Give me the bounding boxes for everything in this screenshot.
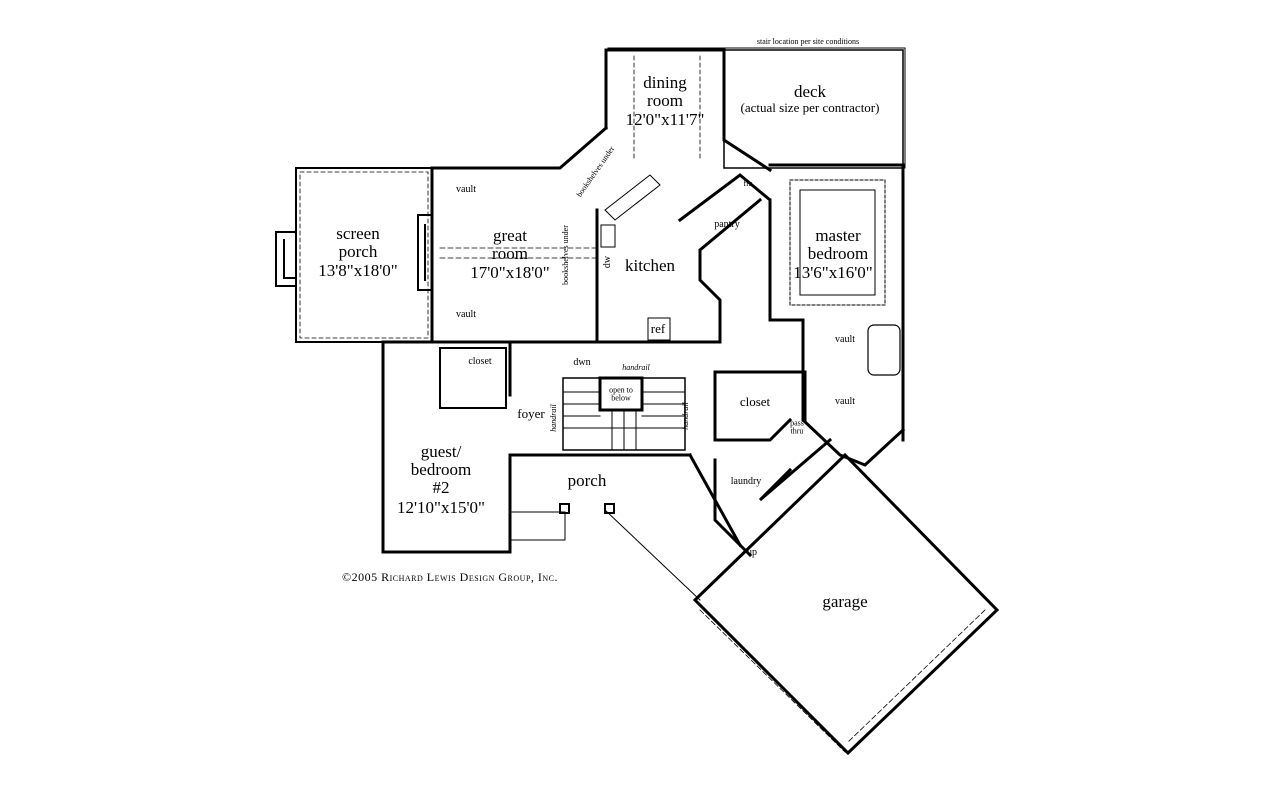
kitchen-sink [600, 224, 616, 248]
master-bedroom-walls [768, 163, 905, 442]
dishwasher-label: dw [601, 255, 613, 269]
master-bedroom-label: master bedroom [807, 226, 869, 263]
vault-label: vault [456, 308, 476, 320]
bookshelves-label: bookshelves under [560, 225, 570, 285]
guest-bedroom-label: guest/ bedroom #2 [410, 442, 472, 497]
great-room-fireplace [417, 214, 433, 291]
foyer-label: foyer [517, 406, 545, 422]
hall-closet-label: closet [739, 394, 771, 410]
dining-room-label: dining room [643, 73, 687, 110]
guest-closet [439, 347, 507, 409]
pass-thru-label: pass thru [790, 418, 804, 436]
deck-label: deck [793, 82, 827, 102]
deck-extension-line [607, 47, 906, 169]
porch-label: porch [567, 471, 607, 491]
master-bath-walls [801, 318, 906, 467]
top-note: stair location per site conditions [756, 36, 860, 46]
porch-outline [687, 452, 743, 548]
guest-bedroom-size: 12'10"x15'0" [396, 498, 486, 518]
refrigerator [647, 317, 671, 341]
hall-closet-walls [713, 370, 807, 442]
open-to-below [598, 376, 644, 412]
deck-note: (actual size per contractor) [740, 100, 880, 116]
dining-room-size: 12'0"x11'7" [625, 110, 705, 130]
tray-ceiling [789, 179, 886, 306]
open-to-below-label: open to below [609, 385, 633, 403]
up-label: up [747, 546, 757, 558]
screen-porch-size: 13'8"x18'0" [318, 261, 398, 281]
pantry-label: pantry [714, 218, 740, 230]
handrail-label: handrail [548, 404, 558, 432]
kitchen-walls [595, 173, 772, 344]
copyright-notice: ©2005 Richard Lewis Design Group, Inc. [342, 570, 559, 584]
freezer-label: frz [743, 178, 753, 188]
garage-label: garage [822, 592, 868, 612]
laundry-walls [713, 437, 833, 558]
vault-label: vault [835, 395, 855, 407]
great-room-label: great room [492, 226, 528, 263]
garage-walls [692, 452, 1000, 756]
vault-label: vault [835, 333, 855, 345]
handrail-label: handrail [622, 362, 650, 372]
guest-closet-label: closet [468, 355, 492, 367]
kitchen-island [604, 174, 661, 221]
handrail-label: handrail [680, 402, 690, 430]
kitchen-label: kitchen [624, 256, 676, 276]
down-label: dwn [573, 356, 591, 368]
deck-outline [723, 49, 904, 169]
porch-fireplace [275, 231, 297, 287]
master-bedroom-size: 13'6"x16'0" [793, 263, 873, 283]
refrigerator-label: ref [650, 321, 666, 337]
great-room-size: 17'0"x18'0" [470, 263, 550, 283]
porch-steps [509, 509, 701, 601]
laundry-label: laundry [730, 475, 762, 487]
vault-label: vault [456, 183, 476, 195]
guest-bedroom-walls [381, 340, 512, 554]
screen-porch-label: screen porch [336, 224, 380, 261]
bathtub [867, 324, 901, 376]
